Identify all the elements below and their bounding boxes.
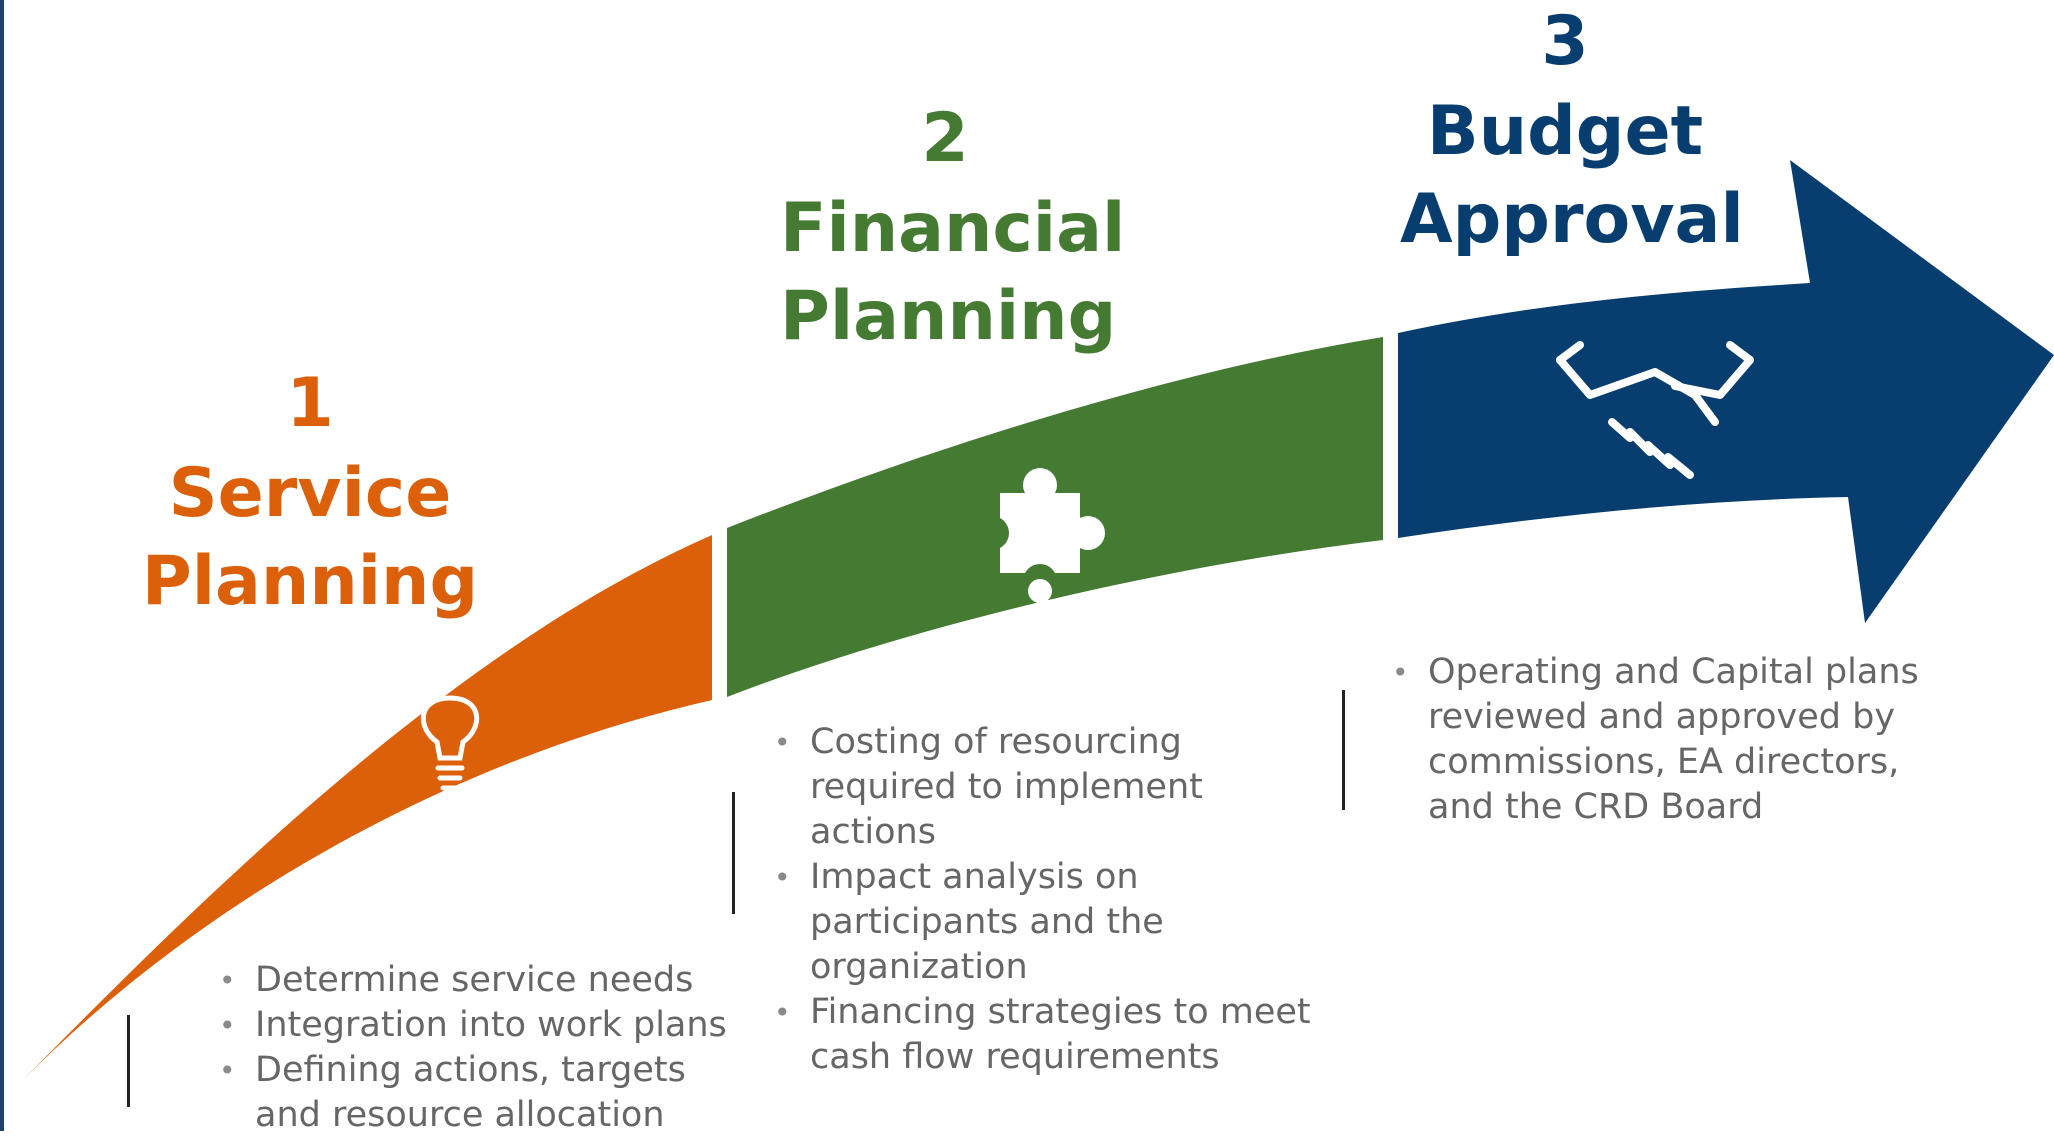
stage-2-divider (732, 792, 735, 914)
list-item: Impact analysis on participants and the … (770, 855, 1330, 990)
stage-1-number: 1 (286, 364, 334, 443)
stage-3-number: 3 (1541, 2, 1589, 81)
service-planning-segment (18, 535, 712, 1085)
stage-1-title-line1: Service (168, 454, 452, 533)
stage-1-title-line2: Planning (141, 542, 479, 621)
handshake-icon (1556, 341, 1754, 479)
list-item: Determine service needs (215, 958, 735, 1003)
stage-2-title-line2: Planning (780, 277, 1117, 356)
list-item: Defining actions, targets and resource a… (215, 1048, 735, 1138)
stage-3-title: 3 Budget Approval (1400, 2, 1744, 259)
stage-2-bullet-list: Costing of resourcing required to implem… (770, 720, 1330, 1080)
stage-1-bullet-list: Determine service needs Integration into… (215, 958, 735, 1138)
stage-1-divider (127, 1015, 130, 1107)
stage-3-divider (1342, 690, 1345, 810)
list-item: Financing strategies to meet cash flow r… (770, 990, 1330, 1080)
list-item: Costing of resourcing required to implem… (770, 720, 1330, 855)
stage-3-bullet-list: Operating and Capital plans reviewed and… (1388, 650, 1948, 830)
stage-2-title-line1: Financial (780, 189, 1126, 268)
puzzle-piece-icon (975, 468, 1105, 603)
lightbulb-icon (420, 695, 480, 791)
left-border-line (0, 0, 4, 1131)
list-item: Integration into work plans (215, 1003, 735, 1048)
list-item: Operating and Capital plans reviewed and… (1388, 650, 1948, 830)
stage-2-title: 2 Financial Planning (780, 99, 1126, 356)
stage-2-number: 2 (921, 99, 969, 178)
stage-1-title: 1 Service Planning (140, 370, 480, 616)
stage-3-title-line2: Approval (1400, 180, 1744, 259)
stage-3-title-line1: Budget (1426, 92, 1704, 171)
